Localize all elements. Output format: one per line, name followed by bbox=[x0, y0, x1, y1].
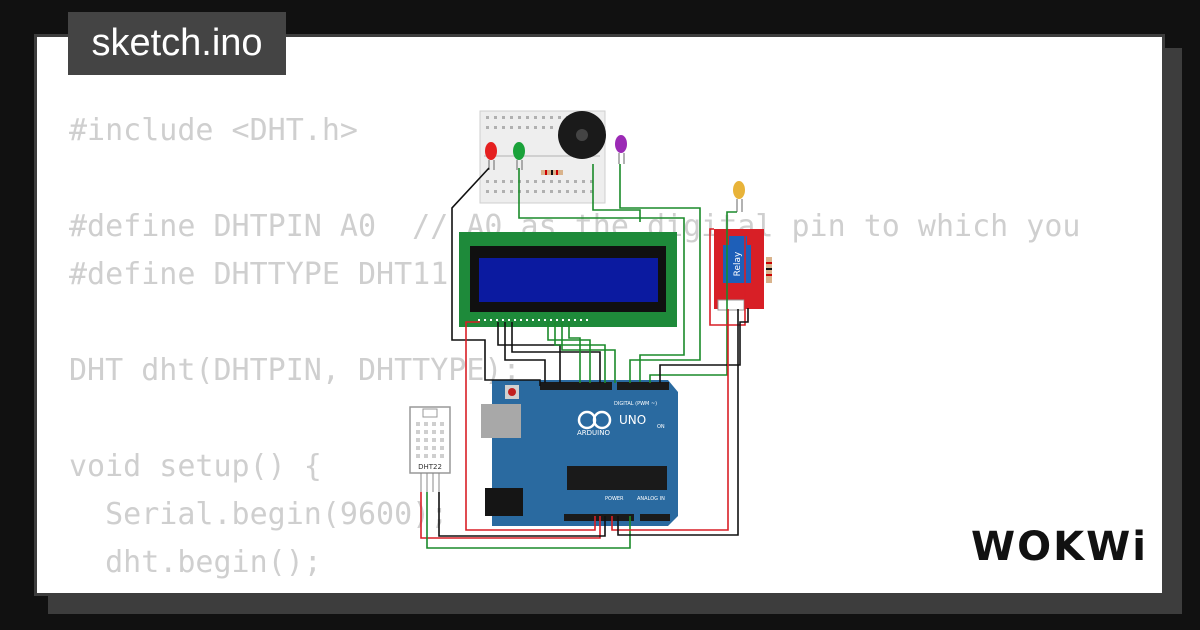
relay-module[interactable]: Relay bbox=[714, 229, 764, 311]
file-tab[interactable]: sketch.ino bbox=[68, 12, 286, 75]
resistor-breadboard[interactable] bbox=[541, 170, 563, 175]
analog-label: ANALOG IN bbox=[637, 496, 665, 502]
arduino-label: ARDUINO bbox=[577, 429, 610, 437]
buzzer[interactable] bbox=[558, 111, 606, 159]
digital-label: DIGITAL (PWM ~) bbox=[614, 401, 657, 407]
on-label: ON bbox=[657, 424, 665, 430]
code-line: Serial.begin(9600); bbox=[69, 497, 449, 532]
resistor-relay[interactable] bbox=[766, 257, 772, 283]
led-green[interactable] bbox=[513, 142, 525, 170]
dht-label: DHT22 bbox=[418, 463, 442, 471]
code-line: #define DHTPIN A0 // A0 as the digital p… bbox=[69, 209, 1081, 244]
dht22-sensor[interactable]: DHT22 bbox=[409, 406, 451, 492]
code-line: DHT dht(DHTPIN, DHTTYPE); bbox=[69, 353, 521, 388]
wokwi-logo: WOKWi bbox=[971, 524, 1148, 570]
code-editor: #include <DHT.h> #define DHTPIN A0 // A0 … bbox=[69, 107, 1081, 593]
code-line: #define DHTTYPE DHT11 bbox=[69, 257, 449, 292]
code-line: void setup() { bbox=[69, 449, 322, 484]
led-purple[interactable] bbox=[615, 135, 627, 164]
relay-label: Relay bbox=[733, 251, 743, 276]
uno-label: UNO bbox=[619, 413, 646, 427]
code-line: dht.begin(); bbox=[69, 545, 322, 580]
wires bbox=[420, 164, 749, 549]
power-label: POWER bbox=[605, 496, 624, 502]
lcd-display[interactable] bbox=[459, 232, 677, 327]
led-yellow[interactable] bbox=[733, 181, 745, 212]
code-line: #include <DHT.h> bbox=[69, 113, 358, 148]
arduino-uno[interactable]: UNO ARDUINO DIGITAL (PWM ~) POWER ANALOG… bbox=[481, 380, 678, 526]
